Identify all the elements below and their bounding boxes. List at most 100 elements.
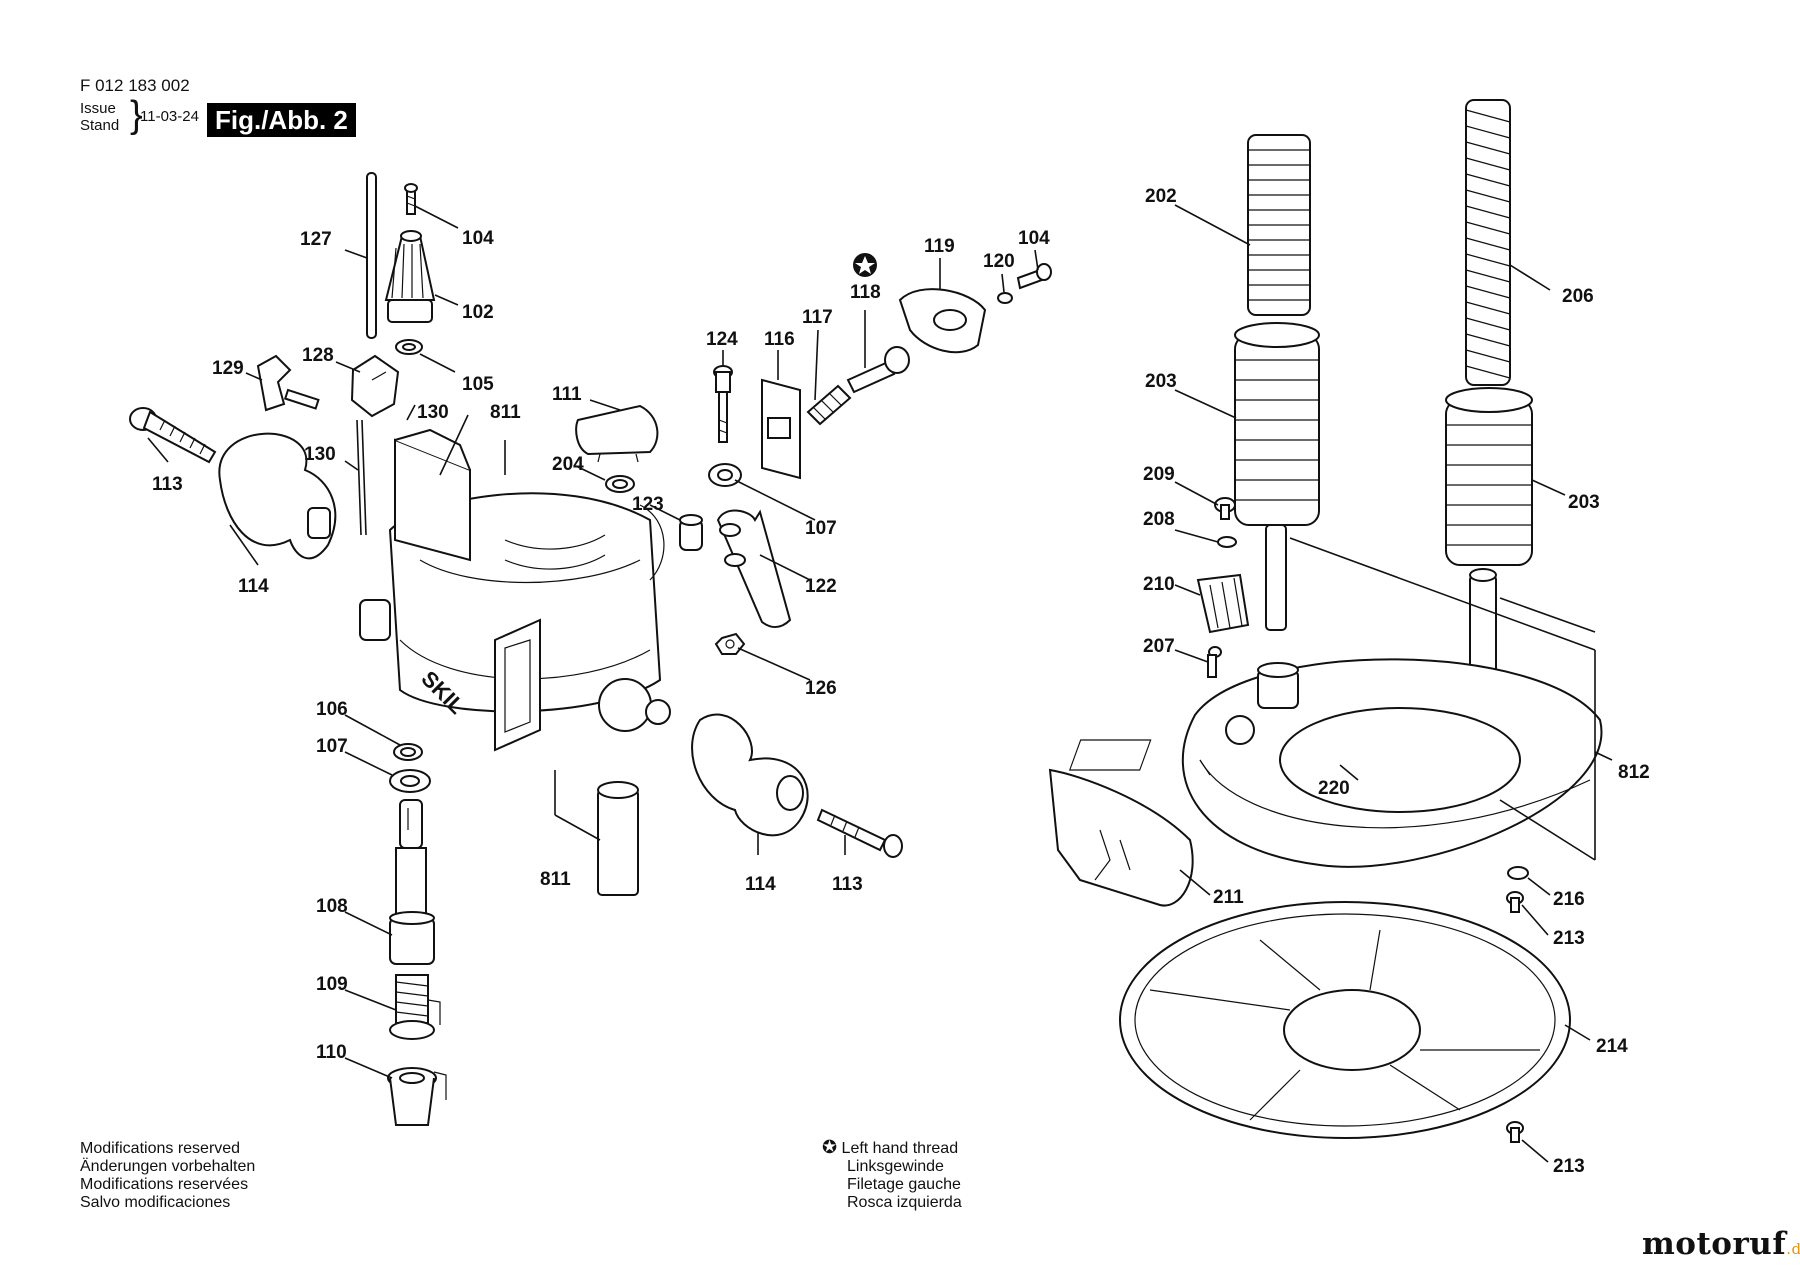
part-203-bellows-left [1234,322,1320,631]
callout-216: 216 [1553,889,1585,910]
callout-105: 105 [462,374,494,395]
callout-202: 202 [1145,186,1177,207]
part-104-screw-mid [1016,263,1052,290]
callout-107-left: 107 [316,736,348,757]
callout-123: 123 [632,494,664,515]
figure-label: Fig./Abb. 2 [207,103,356,137]
callout-203-right: 203 [1568,492,1600,513]
part-109-threaded-nut [389,974,441,1040]
callout-203-left: 203 [1145,371,1177,392]
brand-main: motoruf [1642,1226,1787,1262]
callout-113-left: 113 [152,474,183,495]
legend-fr: Filetage gauche [847,1176,961,1193]
part-117-spring [806,384,852,426]
callout-106: 106 [316,699,348,720]
leader-lines [147,204,1591,1163]
part-114-handle-left [218,432,337,560]
legend-es: Rosca izquierda [847,1194,962,1211]
callout-108: 108 [316,896,348,917]
issue-stand-label: Issue Stand [80,100,119,134]
callout-220: 220 [1318,778,1350,799]
callout-114-left: 114 [238,576,269,597]
part-214-sub-base [1119,901,1571,1139]
notice-de: Änderungen vorbehalten [80,1158,256,1175]
callout-116: 116 [764,329,795,350]
callout-122: 122 [805,576,837,597]
callout-211: 211 [1213,887,1244,908]
callout-120: 120 [983,251,1015,272]
part-104-screw-top [404,183,418,215]
part-208-washer [1217,536,1237,548]
callout-126: 126 [805,678,837,699]
document-number: F 012 183 002 [80,76,190,95]
callout-119: 119 [924,236,955,257]
part-102-knob-cap [384,230,436,323]
callout-128: 128 [302,345,334,366]
callout-214: 214 [1596,1036,1628,1057]
callout-118: 118 [850,282,881,303]
callout-114-right: 114 [745,874,776,895]
part-113-bolt-left [129,407,217,464]
part-113-bolt-right [816,808,903,858]
part-118-lefthand-screw [846,346,910,394]
bracket-812 [1289,537,1613,861]
notice-fr: Modifications reservées [80,1176,249,1193]
modifications-notice: Modifications reserved Änderungen vorbeh… [80,1140,255,1212]
part-110-collet [387,1067,447,1126]
brand-suffix: .de [1786,1240,1800,1258]
callout-130-top: 130 [417,402,449,423]
callout-104-mid: 104 [1018,228,1050,249]
callout-109: 109 [316,974,348,995]
left-hand-thread-legend: ✪ Left hand thread Linksgewinde Filetage… [822,1138,962,1212]
issue-date: 11-03-24 [140,108,199,125]
part-106-ring [393,743,423,761]
callout-213-upper: 213 [1553,928,1585,949]
part-122-bracket [716,509,792,628]
part-119-clamp [898,288,987,354]
notice-en: Modifications reserved [80,1140,241,1157]
issue-label: Issue [80,100,116,117]
callout-111: 111 [552,384,582,405]
motoruf-watermark[interactable]: motoruf.de [1642,1226,1800,1262]
part-812-base-plate [1068,658,1603,868]
callout-102: 102 [462,302,494,323]
part-116-plate [761,378,801,480]
callout-207: 207 [1143,636,1175,657]
part-111-cover [575,404,659,463]
callout-127: 127 [300,229,332,250]
part-204-clip [605,475,635,493]
part-206-spring [1465,99,1511,386]
callout-117: 117 [802,307,833,328]
part-210-gear-knob [1196,573,1250,634]
part-811-sleeve-bottom [597,781,639,896]
callout-209: 209 [1143,464,1175,485]
callout-130-left: 130 [304,444,336,465]
callout-210: 210 [1143,574,1175,595]
callout-811-top: 811 [490,402,521,423]
bracket-811-bottom [554,770,601,841]
part-123-sleeve [679,514,703,551]
callout-812: 812 [1618,762,1650,783]
part-211-chip-shield [1048,768,1194,907]
legend-de: Linksgewinde [847,1158,944,1175]
callout-104-top: 104 [462,228,494,249]
left-hand-thread-icon: ✪ [822,1137,838,1157]
part-127-rod [366,172,377,339]
callout-107-mid: 107 [805,518,837,539]
callout-113-right: 113 [832,874,863,895]
part-129-wing-screw [256,354,320,412]
part-128-lock-block [350,354,400,418]
part-209-screw [1214,497,1236,520]
callout-208: 208 [1143,509,1175,530]
part-216-washer [1507,866,1529,880]
callout-labels: 127 104 102 128 129 105 130 811 130 113 … [152,186,1650,1177]
callout-110: 110 [316,1042,347,1063]
part-213-screw-upper [1506,891,1524,913]
legend-en: ✪ Left hand thread [822,1137,959,1157]
part-811-housing: SKIL [359,428,671,752]
part-105-clip [395,339,423,355]
part-114-handle-right [691,713,809,837]
part-108-spindle-shaft [389,799,435,965]
part-213-screw-lower [1506,1121,1524,1143]
